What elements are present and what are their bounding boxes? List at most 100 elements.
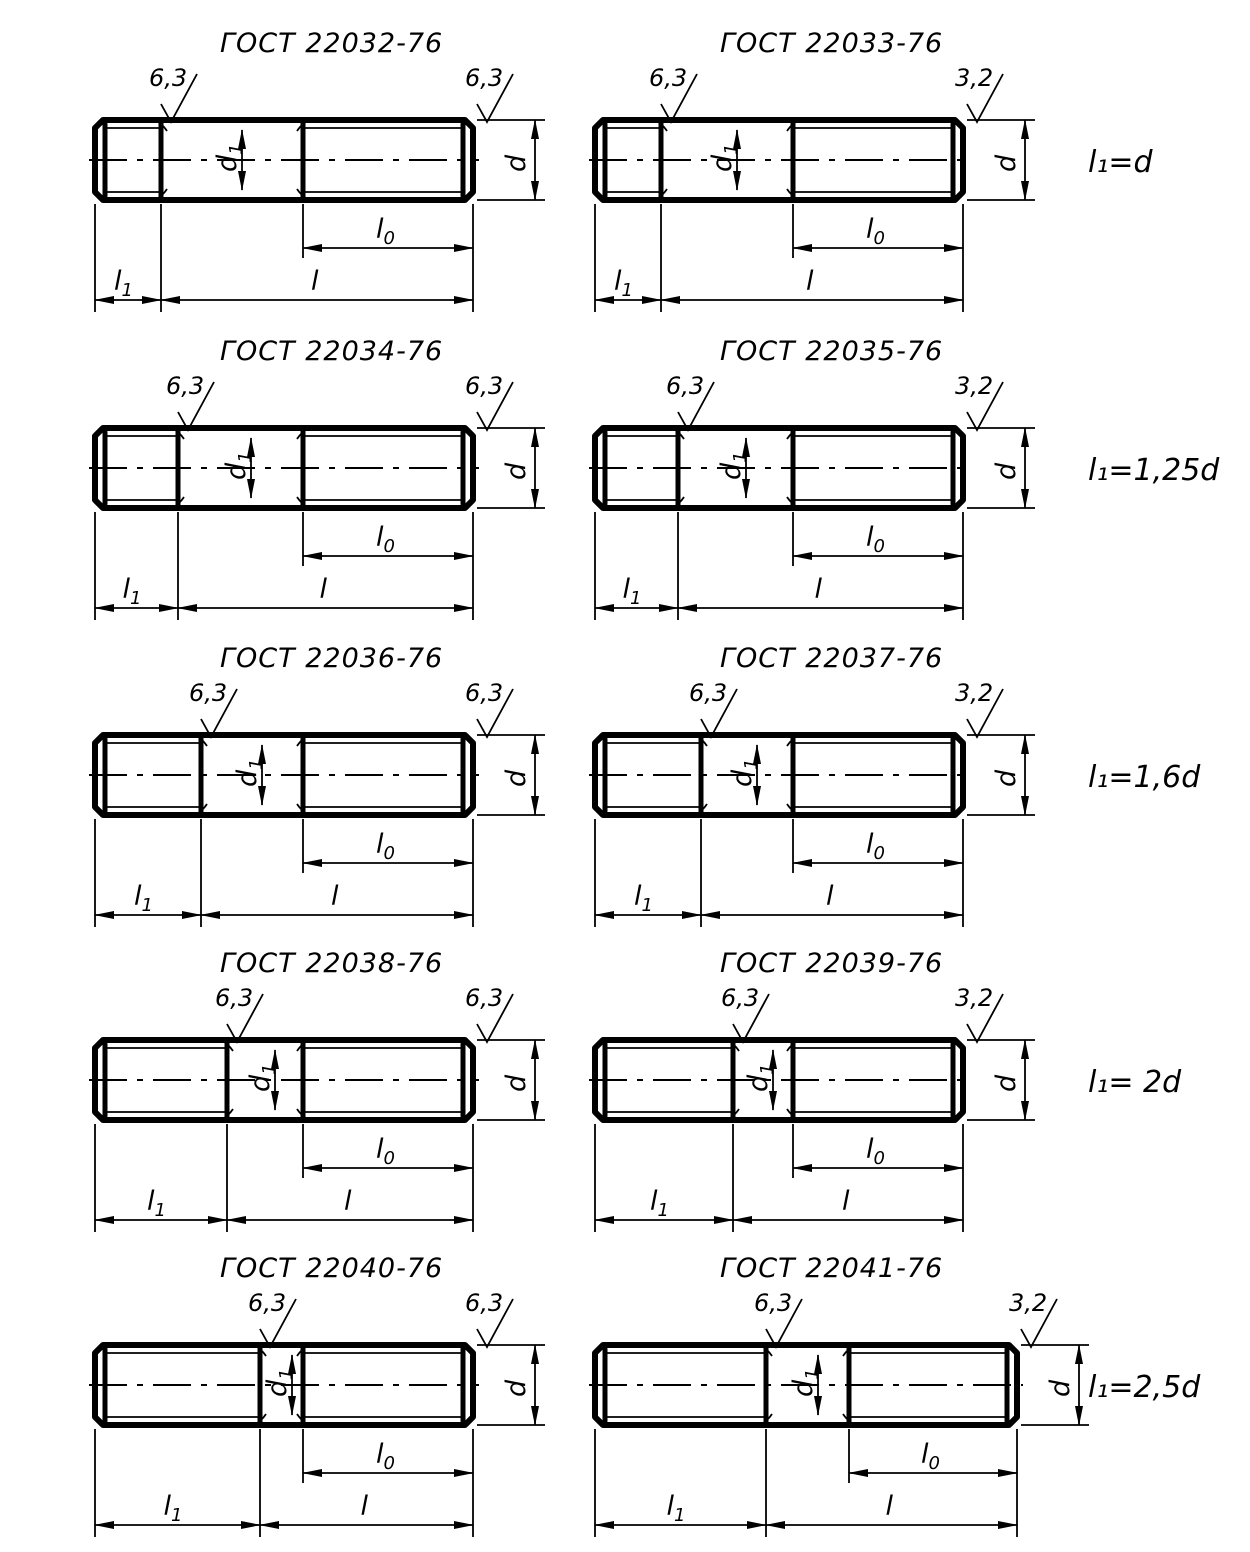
roughness-shank-symbol [177, 381, 215, 432]
d-label: d [991, 1074, 1022, 1092]
standard-title: ГОСТ 22036-76 [220, 643, 443, 674]
roughness-end-symbol [966, 993, 1004, 1044]
l1-label: l1 [164, 1491, 183, 1526]
d-label: d [1045, 1379, 1076, 1397]
roughness-shank-symbol [259, 1298, 297, 1349]
stud-outline [592, 732, 966, 818]
l-label: l [320, 574, 328, 605]
roughness-shank-value: 6,3 [721, 984, 759, 1012]
l-label: l [842, 1186, 850, 1217]
runout-marks [656, 120, 668, 200]
roughness-end-symbol [966, 688, 1004, 739]
runout-marks [696, 735, 708, 815]
standard-title: ГОСТ 22041-76 [720, 1253, 943, 1284]
l-label: l [331, 881, 339, 912]
stud-outline [92, 1342, 476, 1428]
runout-marks [296, 1040, 308, 1120]
l0-label: l0 [376, 1134, 395, 1169]
runout-marks [156, 120, 168, 200]
roughness-end-value: 3,2 [955, 984, 993, 1012]
l-label: l [311, 266, 319, 297]
roughness-end-value: 6,3 [465, 64, 503, 92]
runout-marks [786, 428, 798, 508]
runout-marks [786, 1040, 798, 1120]
stud-outline [592, 117, 966, 203]
standard-title: ГОСТ 22039-76 [720, 948, 943, 979]
l-label: l [806, 266, 814, 297]
screw-in-length-formula: l₁=2,5d [1088, 1370, 1201, 1405]
stud-outline [92, 117, 476, 203]
d1-label: d1 [212, 143, 247, 172]
roughness-end-value: 6,3 [465, 1289, 503, 1317]
screw-in-length-formula: l₁= 2d [1088, 1065, 1182, 1100]
l0-label: l0 [376, 522, 395, 557]
roughness-shank-value: 6,3 [666, 372, 704, 400]
d1-label: d1 [716, 451, 751, 480]
stud-outline [92, 425, 476, 511]
l1-label: l1 [123, 574, 142, 609]
roughness-shank-value: 6,3 [248, 1289, 286, 1317]
runout-marks [296, 120, 308, 200]
runout-marks [296, 735, 308, 815]
d1-label: d1 [788, 1368, 823, 1397]
roughness-shank-symbol [700, 688, 738, 739]
roughness-shank-symbol [677, 381, 715, 432]
l0-label: l0 [376, 1439, 395, 1474]
runout-marks [786, 120, 798, 200]
runout-marks [196, 735, 208, 815]
l0-label: l0 [866, 522, 885, 557]
standard-title: ГОСТ 22038-76 [220, 948, 443, 979]
d-label: d [501, 462, 532, 480]
l0-label: l0 [866, 829, 885, 864]
l1-label: l1 [623, 574, 642, 609]
d1-label: d1 [245, 1063, 280, 1092]
roughness-end-symbol [476, 381, 514, 432]
stud-outline [592, 1037, 966, 1123]
screw-in-length-formula: l₁=1,25d [1088, 453, 1220, 488]
roughness-shank-value: 6,3 [189, 679, 227, 707]
l-label: l [361, 1491, 369, 1522]
d1-label: d1 [232, 758, 267, 787]
roughness-shank-symbol [765, 1298, 803, 1349]
standard-title: ГОСТ 22035-76 [720, 336, 943, 367]
d-label: d [991, 769, 1022, 787]
roughness-shank-value: 6,3 [149, 64, 187, 92]
roughness-shank-symbol [226, 993, 264, 1044]
l1-label: l1 [147, 1186, 166, 1221]
roughness-shank-symbol [660, 73, 698, 124]
d1-label: d1 [727, 758, 762, 787]
roughness-end-value: 3,2 [955, 679, 993, 707]
runout-marks [296, 428, 308, 508]
roughness-shank-symbol [732, 993, 770, 1044]
roughness-shank-value: 6,3 [754, 1289, 792, 1317]
l1-label: l1 [650, 1186, 669, 1221]
roughness-end-symbol [476, 688, 514, 739]
l0-label: l0 [376, 829, 395, 864]
roughness-end-value: 6,3 [465, 679, 503, 707]
l0-label: l0 [376, 214, 395, 249]
d1-label: d1 [221, 451, 256, 480]
runout-marks [786, 735, 798, 815]
roughness-end-symbol [476, 993, 514, 1044]
stud-outline [92, 732, 476, 818]
l0-label: l0 [866, 214, 885, 249]
l0-label: l0 [866, 1134, 885, 1169]
screw-in-length-formula: l₁=d [1088, 145, 1153, 180]
d1-label: d1 [707, 143, 742, 172]
l1-label: l1 [614, 266, 633, 301]
roughness-end-value: 3,2 [955, 64, 993, 92]
roughness-end-symbol [1020, 1298, 1058, 1349]
screw-in-length-formula: l₁=1,6d [1088, 760, 1201, 795]
roughness-end-symbol [966, 381, 1004, 432]
runout-marks [761, 1345, 773, 1425]
d-label: d [991, 462, 1022, 480]
